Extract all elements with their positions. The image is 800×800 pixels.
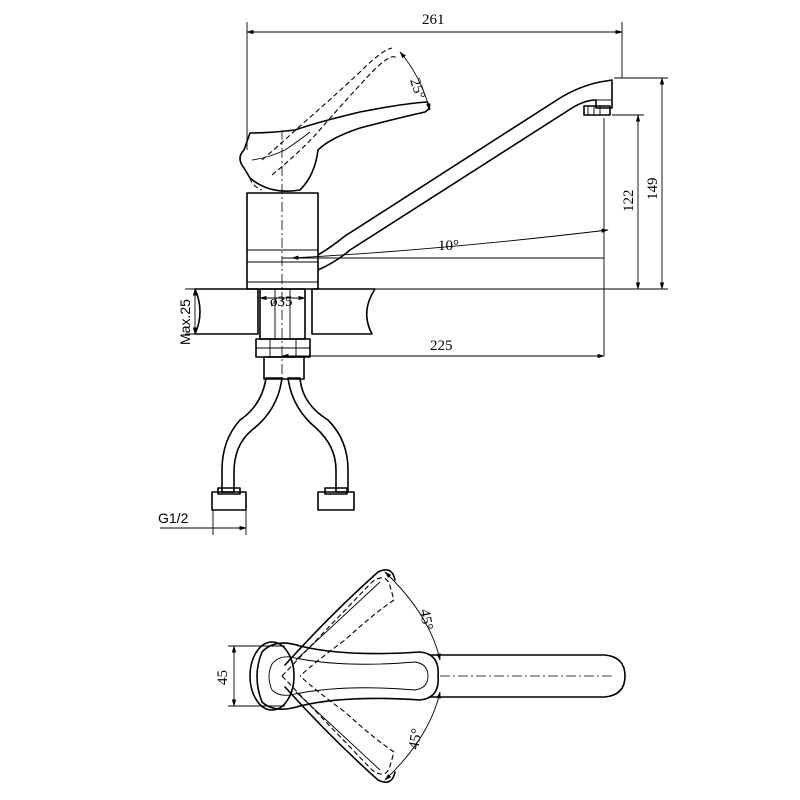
label-total-height: 149 <box>645 178 661 201</box>
flexible-hoses <box>211 377 355 511</box>
label-lever-angle-top-lower: 45° <box>406 727 425 750</box>
spout <box>317 79 613 271</box>
countertop <box>194 288 640 335</box>
label-spout-reach: 225 <box>430 338 453 354</box>
spout-top <box>429 654 626 698</box>
dimension-base-width: 45 <box>215 645 285 707</box>
side-view: 261 149 122 10° 25° 225 <box>158 12 668 535</box>
label-lever-angle-side: 25° <box>406 76 428 101</box>
lever-handle <box>239 47 431 192</box>
label-overall-length: 261 <box>422 12 445 28</box>
label-connection: G1/2 <box>158 510 189 526</box>
label-hole-diameter: ø35 <box>270 294 293 310</box>
label-spout-height: 122 <box>621 190 637 213</box>
dimension-spout-height: 122 <box>603 114 644 356</box>
arc-lever-angle-upper <box>384 571 441 661</box>
arc-lever-angle-lower <box>384 691 441 781</box>
base-outline <box>249 641 295 711</box>
dimension-hole-diameter: ø35 <box>259 294 306 310</box>
top-view: 45° 45° 45 <box>215 569 626 783</box>
label-max-countertop: Max.25 <box>177 299 193 345</box>
label-lever-angle-top-upper: 45° <box>416 608 435 631</box>
dimension-total-height: 149 <box>614 77 668 290</box>
lever-top <box>256 569 439 783</box>
label-base-width: 45 <box>215 670 231 685</box>
label-swing-angle: 10° <box>438 238 459 254</box>
dimension-connection: G1/2 <box>158 510 247 535</box>
dimension-swing-angle: 10° <box>282 228 609 260</box>
dimension-max-countertop: Max.25 <box>177 288 205 345</box>
dimension-overall-length: 261 <box>246 12 623 150</box>
dimension-spout-reach: 225 <box>281 338 605 359</box>
faucet-body <box>246 192 319 290</box>
